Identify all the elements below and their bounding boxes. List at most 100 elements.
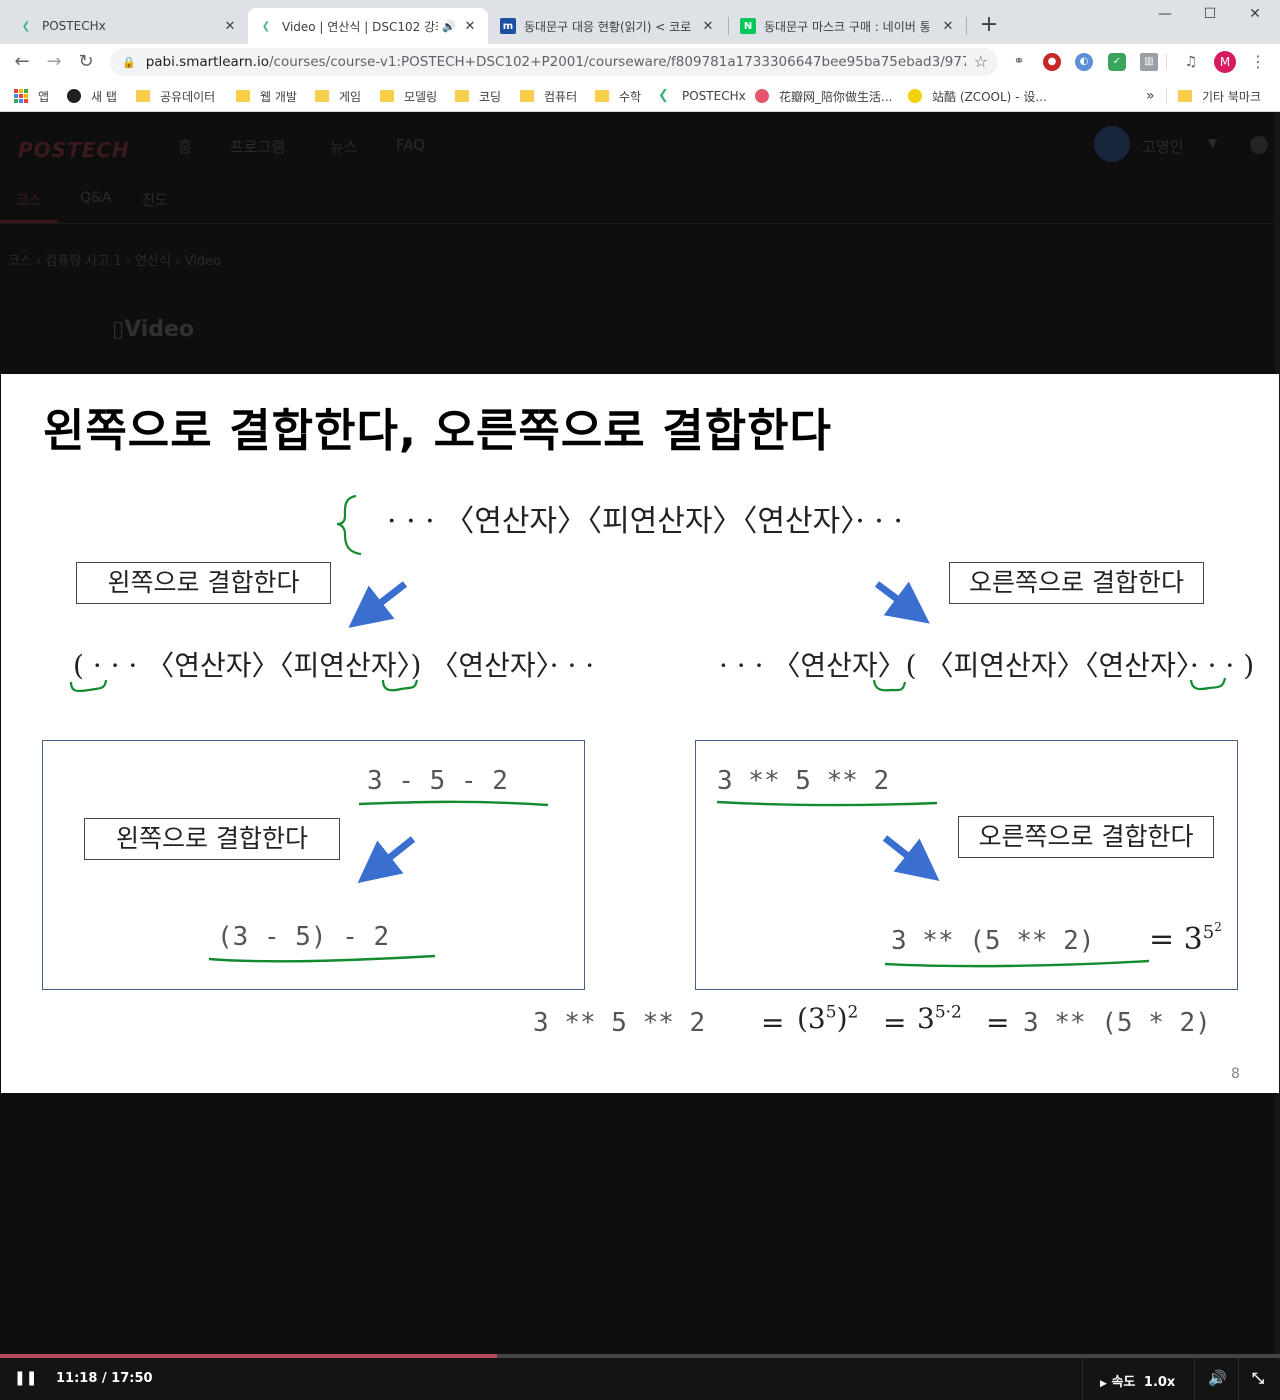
browser-toolbar: ← → ↻ 🔒 pabi.smartlearn.io/courses/cours… — [0, 44, 1280, 80]
naver-icon: N — [740, 18, 756, 34]
blue-arrow — [874, 581, 930, 624]
right-panel-result: 3 ** (5 ** 2) — [891, 926, 1095, 956]
bookmark-folder[interactable]: 컴퓨터 — [520, 86, 577, 106]
pow-base: 3 — [917, 1002, 935, 1035]
breadcrumb-item[interactable]: 연산식 — [135, 254, 172, 269]
bookmark-label: 새 탭 — [91, 89, 117, 104]
pow-exp: 5·2 — [934, 1002, 962, 1023]
minimize-icon[interactable]: — — [1158, 6, 1172, 22]
huaban-icon — [755, 89, 769, 103]
nav-faq[interactable]: FAQ — [396, 136, 426, 154]
close-icon[interactable]: ✕ — [224, 18, 236, 34]
breadcrumb-item[interactable]: 코스 — [8, 254, 32, 269]
video-progress-bar[interactable] — [0, 1354, 1280, 1358]
media-control-icon[interactable]: ♫ — [1182, 53, 1200, 71]
close-icon[interactable]: ✕ — [702, 18, 714, 34]
volume-icon[interactable]: 🔊 — [1208, 1369, 1227, 1387]
maximize-icon[interactable]: ☐ — [1203, 6, 1217, 22]
nav-home[interactable]: 홈 — [178, 138, 192, 156]
control-divider — [1238, 1358, 1239, 1400]
speaker-icon[interactable]: 🔊 — [442, 19, 456, 33]
slide-annotations — [69, 494, 1227, 968]
reader-icon[interactable]: ▥ — [1140, 53, 1158, 71]
math-base: = 3 — [1149, 922, 1203, 957]
right-assoc-label: 오른쪽으로 결합한다 — [949, 562, 1204, 604]
left-panel-expression: 3 - 5 - 2 — [367, 766, 508, 796]
tab-video[interactable]: ❮ Video | 연산식 | DSC102 강좌 🔊 ✕ — [248, 8, 488, 44]
bottom-final: 3 ** (5 * 2) — [1023, 1008, 1211, 1038]
tab-postechx[interactable]: ❮ POSTECHx ✕ — [8, 8, 248, 44]
bookmark-apps[interactable]: 앱 — [14, 86, 49, 106]
bottom-equals: = — [761, 1006, 785, 1039]
nav-programs[interactable]: 프로그램 — [230, 138, 286, 156]
postechx-icon: ❮ — [261, 20, 271, 32]
user-avatar[interactable] — [1094, 126, 1130, 162]
postechx-icon: ❮ — [658, 88, 669, 103]
postechx-icon: ❮ — [21, 20, 31, 32]
bookmark-new-tab[interactable]: 새 탭 — [67, 86, 117, 106]
bookmark-folder[interactable]: 웹 개발 — [236, 86, 297, 106]
play-small-icon: ▶ — [1100, 1379, 1107, 1389]
folder-icon — [136, 90, 150, 102]
site-logo[interactable]: POSTECH — [18, 138, 130, 162]
extension-icon[interactable]: ⚭ — [1010, 53, 1028, 71]
exit-fullscreen-icon[interactable]: ⤡ — [1252, 1369, 1265, 1387]
chevron-down-icon[interactable]: ▼ — [1208, 136, 1218, 150]
bookmark-folder[interactable]: 게임 — [315, 86, 361, 106]
url-text: pabi.smartlearn.io/courses/course-v1:POS… — [146, 54, 966, 70]
reload-icon[interactable]: ↻ — [78, 51, 94, 72]
window-close-icon[interactable]: ✕ — [1249, 6, 1261, 22]
green-brace — [336, 494, 362, 556]
bottom-equals: = — [986, 1006, 1010, 1039]
bookmark-label: 모델링 — [404, 89, 438, 104]
folder-icon — [380, 90, 394, 102]
extension-icon[interactable]: ◐ — [1075, 53, 1093, 71]
speed-control[interactable]: ▶ 속도 1.0x — [1100, 1371, 1175, 1390]
course-tab-course[interactable]: 코스 — [16, 193, 42, 209]
user-name[interactable]: 고영인 — [1142, 138, 1184, 156]
bookmark-icon[interactable]: ▯ — [112, 317, 125, 342]
tab-title: 동대문구 마스크 구매 : 네이버 통 — [764, 19, 931, 34]
more-bookmarks-button[interactable]: » — [1146, 88, 1155, 104]
close-icon[interactable]: ✕ — [942, 18, 954, 34]
menu-icon[interactable]: ⋮ — [1250, 52, 1266, 71]
math-exp-text: 5 — [1202, 922, 1215, 943]
bookmark-folder[interactable]: 공유데이터 — [136, 86, 215, 106]
bookmark-zcool[interactable]: 站酷 (ZCOOL) - 设... — [908, 86, 1047, 106]
address-bar[interactable]: 🔒 pabi.smartlearn.io/courses/course-v1:P… — [110, 48, 998, 76]
globe-icon[interactable] — [1250, 136, 1268, 154]
bottom-equals: = — [883, 1006, 907, 1039]
course-tab-progress[interactable]: 진도 — [142, 193, 168, 209]
nav-news[interactable]: 뉴스 — [330, 138, 358, 156]
bookmark-folder[interactable]: 코딩 — [455, 86, 501, 106]
tab-news[interactable]: m 동대문구 대응 현황(읽기) < 코로 ✕ — [490, 8, 726, 44]
tab-naver[interactable]: N 동대문구 마스크 구매 : 네이버 통 ✕ — [730, 8, 966, 44]
divider — [0, 223, 1280, 224]
bottom-power: 35·2 — [917, 1002, 962, 1035]
breadcrumb-item[interactable]: 컴퓨팅 사고 1 — [45, 254, 122, 269]
back-icon[interactable]: ← — [14, 51, 30, 72]
bookmark-label: 공유데이터 — [160, 89, 216, 104]
close-icon[interactable]: ✕ — [464, 18, 476, 34]
bookmark-folder[interactable]: 수학 — [595, 86, 641, 106]
course-tab-qna[interactable]: Q&A — [80, 190, 112, 206]
bookmark-huaban[interactable]: 花瓣网_陪你做生活... — [755, 86, 892, 106]
new-tab-button[interactable]: + — [979, 12, 999, 37]
bookmark-star-icon[interactable]: ☆ — [973, 52, 988, 71]
profile-avatar[interactable]: M — [1214, 51, 1236, 73]
extension-icon[interactable]: ● — [1043, 53, 1061, 71]
globe-icon — [67, 89, 81, 103]
top-expression: · · · 〈연산자〉〈피연산자〉〈연산자〉· · · — [387, 504, 903, 539]
control-divider — [1082, 1358, 1083, 1400]
shield-icon[interactable]: ✓ — [1108, 53, 1126, 71]
slide-title: 왼쪽으로 결합한다, 오른쪽으로 결합한다 — [43, 404, 832, 457]
bookmark-folder[interactable]: 모델링 — [380, 86, 437, 106]
left-assoc-expression: ( · · · 〈연산자〉〈피연산자〉) 〈연산자〉· · · — [73, 649, 595, 682]
forward-icon[interactable]: → — [46, 51, 62, 72]
math-exp2: 2 — [1214, 920, 1222, 934]
paren-exp: 5 — [825, 1002, 837, 1023]
bookmark-postechx[interactable]: ❮POSTECHx — [658, 86, 746, 106]
other-bookmarks[interactable]: 기타 북마크 — [1178, 86, 1261, 106]
pause-icon[interactable]: ❚❚ — [14, 1370, 38, 1386]
toolbar-divider — [1166, 54, 1167, 70]
